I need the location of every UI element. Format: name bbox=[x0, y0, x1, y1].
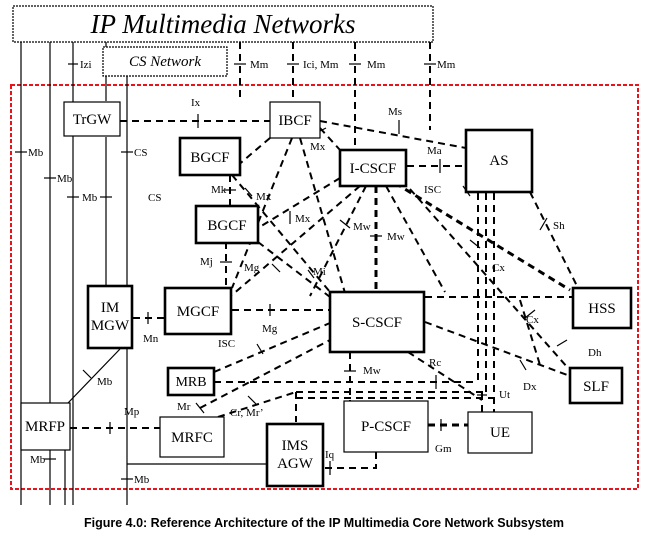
node-trgw: TrGW bbox=[63, 101, 121, 137]
svg-text:AS: AS bbox=[489, 153, 508, 169]
cs-network-box: CS Network bbox=[102, 46, 228, 77]
ref-mi: Mi bbox=[313, 266, 326, 278]
node-scscf: S-CSCF bbox=[328, 290, 426, 354]
reference-labels: Izi Mm Ici, Mm Mm Mm Ix Ms Mb CS Mb Mb M… bbox=[28, 59, 602, 486]
node-icscf: I-CSCF bbox=[338, 148, 408, 188]
svg-text:UE: UE bbox=[490, 425, 510, 441]
node-ibcf: IBCF bbox=[269, 101, 321, 139]
ims-boundary bbox=[10, 84, 639, 490]
ref-mw: Mw bbox=[353, 221, 371, 233]
node-bgcf-bottom: BGCF bbox=[194, 204, 260, 245]
ref-ici-mm: Ici, Mm bbox=[303, 59, 339, 71]
ref-mm: Mm bbox=[437, 59, 456, 71]
reference-ticks bbox=[15, 63, 568, 480]
ref-mm: Mm bbox=[367, 59, 386, 71]
ref-ut: Ut bbox=[499, 389, 510, 401]
ref-ms: Ms bbox=[388, 106, 402, 118]
ref-dh: Dh bbox=[588, 347, 602, 359]
ref-mm: Mm bbox=[250, 59, 269, 71]
ref-ix: Ix bbox=[191, 97, 201, 109]
ref-mb: Mb bbox=[28, 147, 44, 159]
node-as: AS bbox=[464, 128, 534, 194]
node-mrfp: MRFP bbox=[20, 402, 71, 451]
ref-mx: Mx bbox=[295, 213, 311, 225]
svg-text:IMS: IMS bbox=[282, 438, 309, 454]
svg-text:IBCF: IBCF bbox=[278, 113, 311, 129]
ref-cx: Cx bbox=[492, 262, 505, 274]
ref-mb: Mb bbox=[57, 173, 73, 185]
svg-text:BGCF: BGCF bbox=[190, 150, 229, 166]
ref-sh: Sh bbox=[553, 220, 565, 232]
node-bgcf-top: BGCF bbox=[178, 136, 242, 177]
svg-text:I-CSCF: I-CSCF bbox=[350, 161, 397, 177]
ip-networks-label: IP Multimedia Networks bbox=[90, 9, 356, 39]
svg-text:HSS: HSS bbox=[588, 301, 616, 317]
svg-text:MGW: MGW bbox=[91, 318, 130, 334]
ref-gm: Gm bbox=[435, 443, 452, 455]
svg-text:MRB: MRB bbox=[175, 375, 206, 390]
figure-caption: Figure 4.0: Reference Architecture of th… bbox=[84, 516, 564, 530]
node-ue: UE bbox=[467, 411, 533, 454]
node-hss: HSS bbox=[571, 286, 633, 330]
ref-mp: Mp bbox=[124, 406, 140, 418]
ref-mb: Mb bbox=[97, 376, 113, 388]
svg-text:BGCF: BGCF bbox=[207, 218, 246, 234]
ref-mg: Mg bbox=[244, 262, 260, 274]
node-mrb: MRB bbox=[166, 366, 216, 397]
ref-isc: ISC bbox=[218, 338, 235, 350]
ref-mb: Mb bbox=[134, 474, 150, 486]
ref-mn: Mn bbox=[143, 333, 159, 345]
svg-text:TrGW: TrGW bbox=[73, 112, 112, 128]
ref-mb: Mb bbox=[82, 192, 98, 204]
svg-text:IM: IM bbox=[101, 300, 119, 316]
ref-rc: Rc bbox=[429, 357, 441, 369]
dashed-links bbox=[70, 42, 579, 469]
ref-mg: Mg bbox=[262, 323, 278, 335]
ref-cr-mr: Cr, Mr’ bbox=[230, 407, 264, 419]
svg-text:P-CSCF: P-CSCF bbox=[361, 419, 411, 435]
ref-mb: Mb bbox=[30, 454, 46, 466]
node-pcscf: P-CSCF bbox=[343, 400, 429, 453]
ref-mk: Mk bbox=[211, 184, 227, 196]
ref-iq: Iq bbox=[325, 449, 335, 461]
node-slf: SLF bbox=[568, 366, 624, 405]
ref-izi: Izi bbox=[80, 59, 92, 71]
ref-cx: Cx bbox=[526, 314, 539, 326]
ref-mx: Mx bbox=[310, 141, 326, 153]
svg-text:MGCF: MGCF bbox=[177, 304, 220, 320]
svg-text:MRFP: MRFP bbox=[25, 419, 65, 435]
ref-mr: Mr bbox=[177, 401, 191, 413]
svg-text:AGW: AGW bbox=[277, 456, 314, 472]
ref-dx: Dx bbox=[523, 381, 537, 393]
ref-ma: Ma bbox=[427, 145, 442, 157]
node-mgcf: MGCF bbox=[163, 286, 233, 336]
ref-mj: Mj bbox=[200, 256, 213, 268]
ref-mw: Mw bbox=[363, 365, 381, 377]
ref-cs: CS bbox=[134, 147, 147, 159]
ref-mw: Mw bbox=[387, 231, 405, 243]
ref-cs: CS bbox=[148, 192, 161, 204]
svg-text:S-CSCF: S-CSCF bbox=[352, 315, 402, 331]
node-ims-agw: IMS AGW bbox=[265, 422, 325, 488]
node-im-mgw: IM MGW bbox=[86, 284, 134, 350]
svg-text:MRFC: MRFC bbox=[171, 430, 213, 446]
node-mrfc: MRFC bbox=[159, 416, 225, 458]
cs-network-label: CS Network bbox=[129, 54, 201, 70]
ip-networks-box: IP Multimedia Networks bbox=[12, 5, 434, 43]
ref-mx: Mx bbox=[256, 191, 272, 203]
svg-text:SLF: SLF bbox=[583, 379, 609, 395]
ref-isc: ISC bbox=[424, 184, 441, 196]
